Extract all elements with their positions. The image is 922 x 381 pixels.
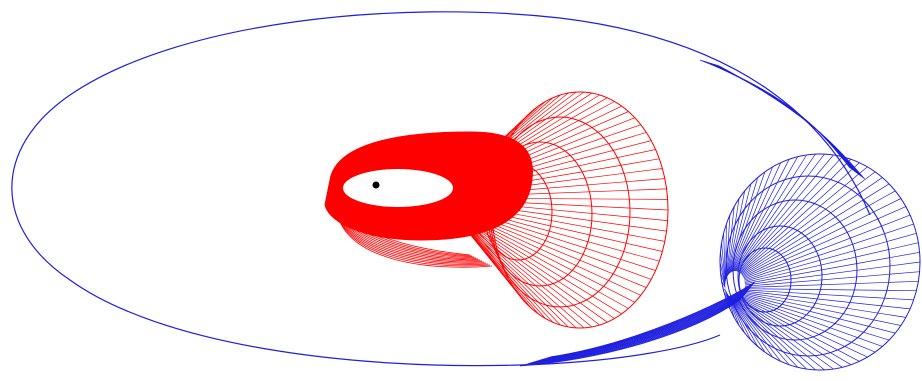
red-loop-hole bbox=[343, 169, 453, 207]
center-dot bbox=[373, 182, 380, 189]
